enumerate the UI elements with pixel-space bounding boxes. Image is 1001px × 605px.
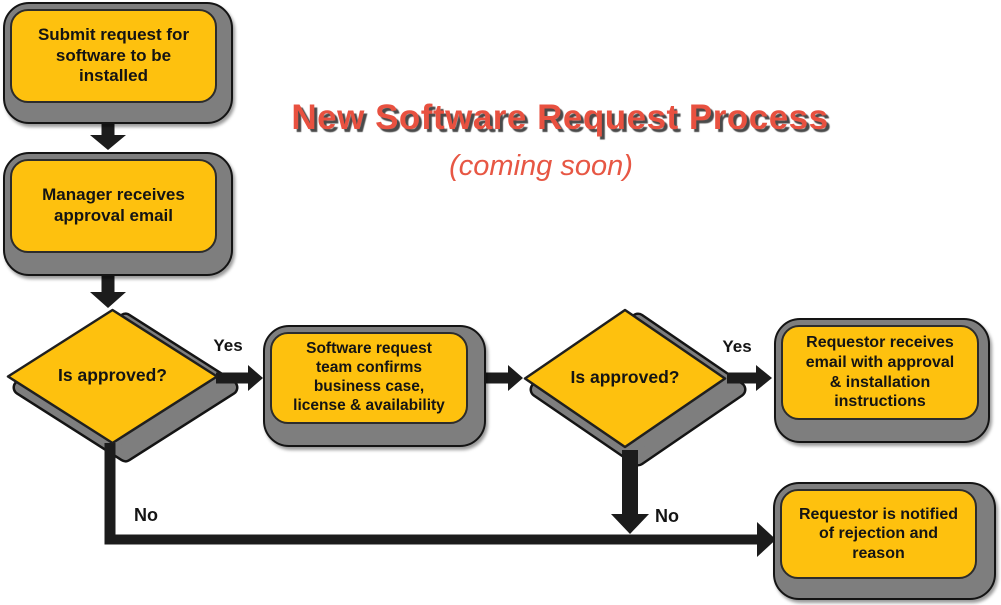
edge-label-no-1: No [134,505,158,525]
decision2-diamond [523,308,727,449]
node-rejected-notice: Requestor is notified of rejection and r… [773,482,996,600]
arrow-team-to-decision2 [486,365,523,391]
node-submit-request: Submit request for software to be instal… [3,2,233,124]
arrow-manager-to-decision1 [90,276,126,308]
arrow-decision2-yes [727,365,772,391]
arrow-submit-to-manager [90,120,126,150]
decision1-label: Is approved? [58,365,167,385]
edge-label-yes-1: Yes [213,336,243,355]
node-rejected-notice-label: Requestor is notified of rejection and r… [780,489,977,579]
node-approved-email-label: Requestor receives email with approval &… [781,325,979,420]
arrow-decision2-no [611,450,649,534]
decision2-label: Is approved? [570,367,680,387]
line-no-horizontal [104,522,776,557]
node-team-confirms-label: Software request team confirms business … [270,332,468,424]
page-subtitle: (coming soon) [449,150,633,182]
edge-label-yes-2: Yes [722,337,752,356]
decision1-diamond [6,308,219,445]
node-approved-email: Requestor receives email with approval &… [774,318,990,443]
line-decision1-no [104,443,116,541]
node-manager-approval-label: Manager receives approval email [10,159,217,253]
node-submit-request-label: Submit request for software to be instal… [10,9,217,103]
edge-label-no-2: No [655,506,679,526]
node-manager-approval: Manager receives approval email [3,152,233,276]
node-team-confirms: Software request team confirms business … [263,325,486,447]
arrow-decision1-yes [216,365,263,391]
page-title: New Software Request Process [291,98,829,137]
